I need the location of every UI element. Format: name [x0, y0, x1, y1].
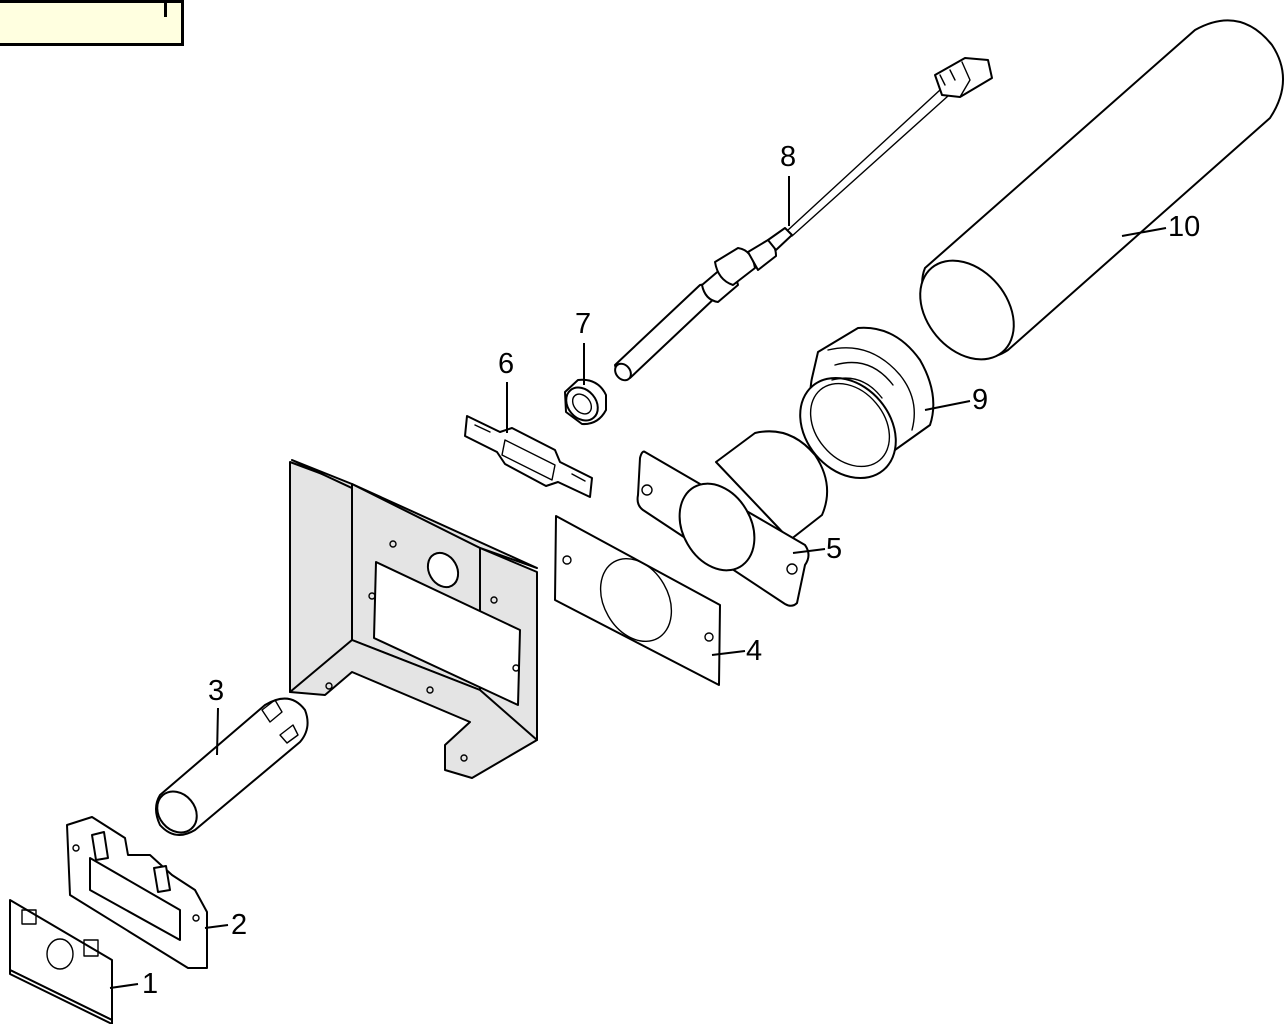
part-6-bracket — [464, 415, 593, 498]
part-5-plate-pipe — [636, 430, 829, 607]
part-8-igniter — [614, 57, 993, 382]
callout-label-10: 10 — [1168, 211, 1200, 243]
callout-label-4: 4 — [746, 635, 762, 667]
callout-5: 5 — [792, 533, 842, 565]
callout-label-9: 9 — [972, 384, 988, 416]
part-10-tube — [919, 19, 1284, 361]
callout-label-7: 7 — [575, 308, 591, 340]
part-1-bracket — [9, 899, 113, 1024]
part-7-nut — [564, 378, 607, 426]
callout-label-6: 6 — [498, 348, 514, 380]
title-box — [0, 0, 184, 46]
callout-4: 4 — [711, 635, 762, 667]
callout-label-3: 3 — [208, 675, 224, 707]
callout-6: 6 — [498, 348, 514, 433]
callout-3: 3 — [208, 675, 224, 756]
callout-label-5: 5 — [826, 533, 842, 565]
callout-2: 2 — [204, 909, 247, 941]
callout-8: 8 — [780, 141, 796, 226]
title-box-tick — [164, 3, 167, 17]
callout-1: 1 — [109, 968, 158, 1000]
callout-label-1: 1 — [142, 968, 158, 1000]
part-4-gasket — [554, 515, 721, 686]
part-3-pipe — [155, 697, 309, 836]
callout-7: 7 — [575, 308, 591, 385]
callout-label-8: 8 — [780, 141, 796, 173]
main-housing — [289, 459, 538, 779]
callout-label-2: 2 — [231, 909, 247, 941]
callout-10: 10 — [1121, 211, 1200, 243]
callout-9: 9 — [924, 384, 988, 416]
part-2-plate — [66, 816, 208, 969]
